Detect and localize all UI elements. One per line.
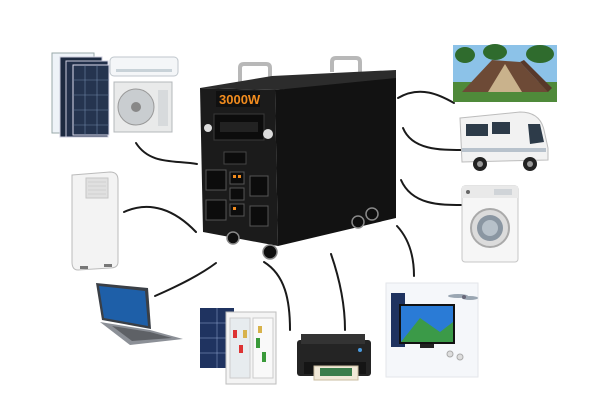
laptop-icon — [96, 283, 183, 345]
cable-tv — [396, 225, 415, 277]
washing-machine-icon — [461, 185, 519, 263]
cable-fridge — [263, 261, 291, 331]
power-badge-box — [216, 91, 260, 107]
printer-icon — [297, 334, 371, 381]
refrigerator-icon — [200, 308, 277, 385]
television-and-fan-icon — [385, 282, 479, 378]
cable-ac — [135, 142, 198, 165]
cable-van — [402, 127, 463, 151]
cable-printer — [330, 253, 346, 331]
ac-outlets — [205, 169, 269, 227]
cable-laptop — [154, 262, 217, 297]
button-row — [223, 151, 247, 165]
cables — [123, 90, 463, 331]
cable-washer — [400, 179, 463, 206]
wheels — [226, 207, 379, 260]
cable-portable-ac — [123, 205, 197, 233]
air-conditioner-icon — [109, 56, 179, 133]
ceiling-fan-icon — [448, 294, 478, 300]
lcd-screen — [220, 122, 258, 132]
solar-panels-icon — [51, 52, 110, 138]
power-label: 3000W — [219, 92, 261, 107]
portable-air-conditioner-icon — [71, 171, 119, 271]
right-knob-icon — [263, 129, 273, 139]
right-handle — [330, 56, 362, 72]
left-handle — [238, 62, 272, 82]
cable-tent — [397, 90, 455, 104]
outlet-accents — [233, 175, 241, 210]
camper-van-icon — [459, 111, 549, 171]
left-knob-icon — [204, 124, 212, 132]
power-station: 3000W — [200, 56, 396, 260]
case-side — [275, 78, 396, 246]
camping-tent-icon — [453, 44, 557, 102]
